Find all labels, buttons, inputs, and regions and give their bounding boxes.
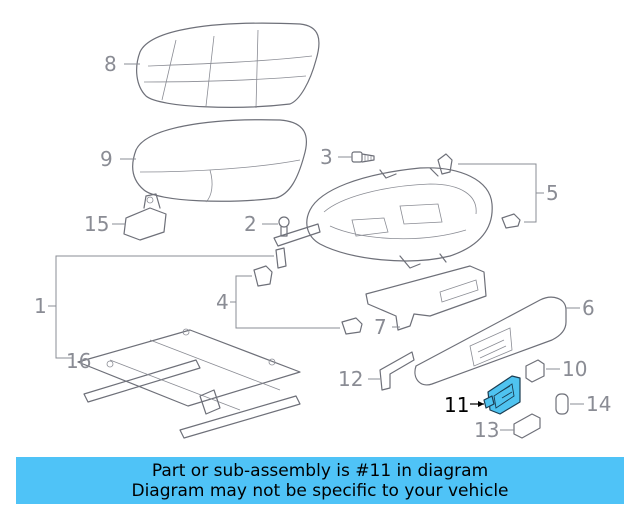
part-4-clips: [253, 265, 363, 335]
callout-4: 4: [216, 290, 229, 314]
part-10-knob: [525, 359, 545, 383]
part-7-rail-cover: [365, 265, 487, 331]
caption-banner: Part or sub-assembly is #11 in diagram D…: [16, 457, 624, 504]
part-11-seat-switch-highlighted[interactable]: [483, 375, 521, 415]
part-6-side-shield: [414, 296, 567, 386]
part-13-knob: [513, 413, 541, 439]
leader-4: [235, 275, 340, 329]
leader-1: [55, 255, 274, 359]
caption-line-1: Part or sub-assembly is #11 in diagram: [151, 460, 489, 481]
leader-5: [458, 163, 537, 223]
callout-13: 13: [474, 418, 499, 442]
part-2-bolt: [278, 216, 290, 237]
callout-2: 2: [244, 212, 257, 236]
callout-16: 16: [66, 349, 91, 373]
seat-frame: [306, 167, 493, 269]
callout-14: 14: [586, 392, 611, 416]
callout-7: 7: [374, 315, 387, 339]
part-9-cushion-pad: [132, 119, 308, 203]
callout-3: 3: [320, 145, 333, 169]
leader-11-arrow: [478, 401, 484, 407]
callout-6: 6: [582, 296, 595, 320]
callout-11: 11: [444, 393, 469, 417]
part-16-seat-track: [77, 223, 321, 439]
callout-1: 1: [34, 294, 47, 318]
part-15-bracket: [123, 193, 167, 241]
part-5-clips: [437, 153, 521, 229]
callout-8: 8: [104, 52, 117, 76]
part-8-cushion-cover: [136, 22, 320, 109]
callout-10: 10: [562, 357, 587, 381]
part-3-bolt: [351, 151, 375, 163]
callout-5: 5: [546, 181, 559, 205]
callout-9: 9: [100, 147, 113, 171]
callout-12: 12: [338, 367, 363, 391]
callout-15: 15: [84, 212, 109, 236]
part-14-cap: [555, 393, 569, 415]
caption-line-2: Diagram may not be specific to your vehi…: [131, 480, 509, 501]
part-12-bracket: [379, 351, 415, 391]
